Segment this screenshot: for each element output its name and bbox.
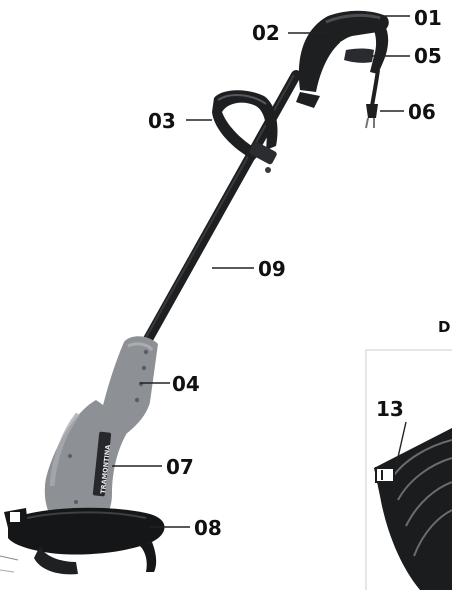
front-handle (212, 90, 278, 173)
callout-01: 01 (414, 6, 442, 30)
callout-03: 03 (148, 109, 176, 133)
trigger-switch (344, 48, 374, 63)
detail-inset (365, 349, 452, 590)
callout-07: 07 (166, 455, 194, 479)
power-cord (365, 69, 380, 129)
callout-06: 06 (408, 100, 436, 124)
callout-02: 02 (252, 21, 280, 45)
callout-05: 05 (414, 44, 442, 68)
grass-guard (0, 507, 165, 575)
rear-handle (296, 10, 389, 108)
callout-09: 09 (258, 257, 286, 281)
detail-letter: D (438, 318, 450, 336)
motor-housing: TRAMONTINA (44, 336, 158, 532)
callout-04: 04 (172, 372, 200, 396)
callout-13: 13 (376, 397, 404, 421)
callout-08: 08 (194, 516, 222, 540)
